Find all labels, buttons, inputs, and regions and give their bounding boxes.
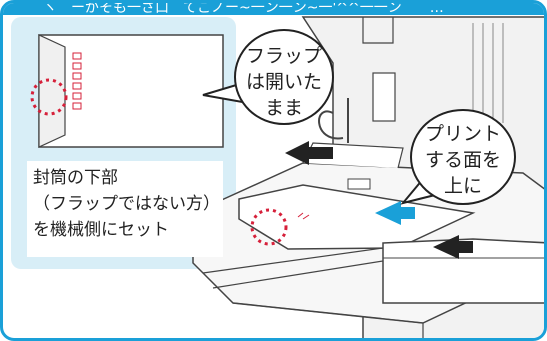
envelope-instruction-label: 封筒の下部 （フラップではない方） を機械側にセット bbox=[27, 161, 223, 257]
red-dotted-circle-icon-panel bbox=[30, 78, 68, 116]
print-callout-line-2: する面を bbox=[424, 149, 501, 171]
header-band: ヽ ーがそも一さ口 てこノー~一ン一ン~一'^^一一ン … bbox=[3, 0, 544, 16]
envelope-label-line-2: （フラップではない方） bbox=[33, 194, 220, 214]
flap-callout: フラップ は開いた まま bbox=[234, 29, 334, 125]
flap-callout-line-2: は開いた bbox=[245, 71, 322, 93]
red-dotted-circle-icon bbox=[250, 208, 288, 246]
print-side-callout: プリント する面を 上に bbox=[410, 109, 516, 205]
insert-arrow-icon bbox=[375, 201, 415, 225]
envelope-label-line-1: 封筒の下部 bbox=[33, 168, 118, 188]
header-text: ヽ ーがそも一さ口 てこノー~一ン一ン~一'^^一一ン … bbox=[43, 0, 444, 16]
print-callout-line-1: プリント bbox=[424, 123, 501, 145]
push-arrow-icon bbox=[285, 141, 333, 165]
push-arrow-icon-2 bbox=[433, 235, 473, 259]
envelope-diagram bbox=[38, 34, 224, 148]
flap-callout-line-3: まま bbox=[264, 97, 303, 119]
envelope-label-line-3: を機械側にセット bbox=[33, 220, 169, 240]
print-callout-line-3: 上に bbox=[443, 175, 482, 197]
flap-callout-line-1: フラップ bbox=[245, 45, 322, 67]
